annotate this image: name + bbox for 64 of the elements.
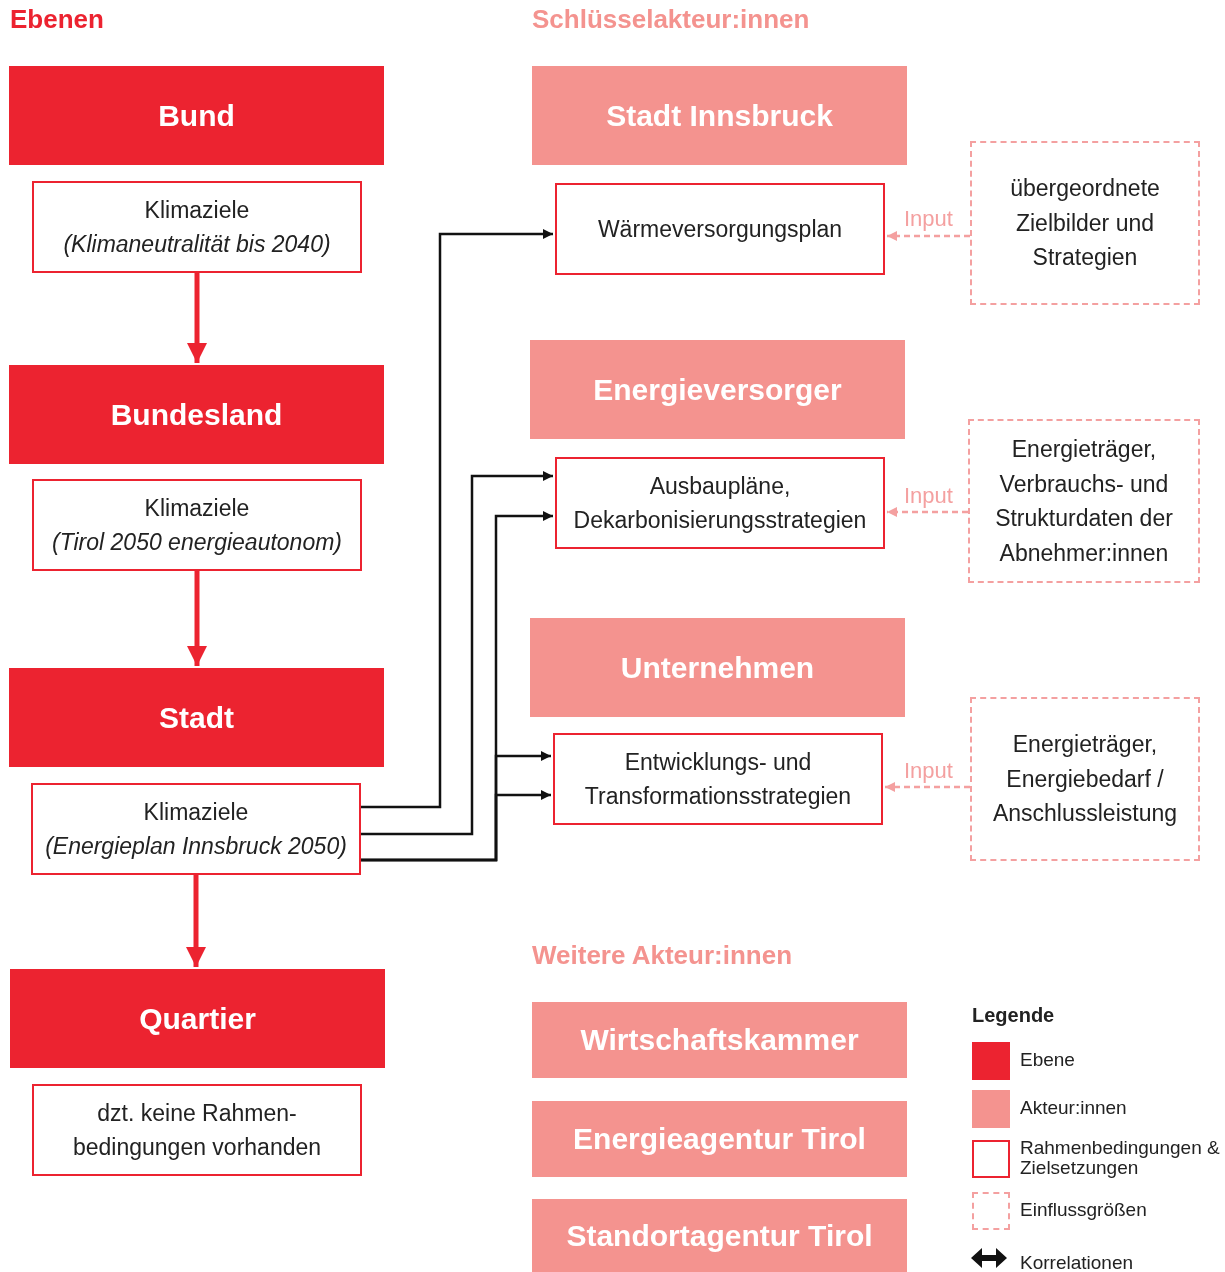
legend-label: Rahmenbedingungen & Zielsetzungen	[1020, 1138, 1220, 1178]
legend-title: Legende	[972, 1004, 1055, 1027]
arrow	[885, 782, 970, 792]
box-text: übergeordnete Zielbilder und Strategien	[1009, 174, 1161, 273]
goal-box	[32, 181, 362, 273]
goal-box	[32, 479, 362, 571]
goal-box	[31, 783, 361, 875]
level-box	[9, 66, 384, 165]
actor-box	[532, 1199, 907, 1272]
actor-box	[530, 618, 905, 717]
box-text: Entwicklungs- und Transformationsstrategien	[583, 747, 853, 811]
influence-box	[970, 697, 1200, 861]
edge-label: Input	[903, 485, 954, 507]
box-title: Bund	[158, 98, 235, 133]
arrow	[361, 471, 553, 836]
box-title: Energieagentur Tirol	[573, 1122, 866, 1156]
legend-label: Ebene	[1020, 1050, 1075, 1070]
actor-box	[530, 340, 905, 439]
actor-box	[532, 1002, 907, 1078]
arrow	[187, 273, 207, 363]
arrow	[887, 507, 968, 517]
actor-box	[532, 66, 907, 165]
section-heading: Ebenen	[10, 4, 104, 35]
box-text: Energieträger, Energiebedarf / Anschlussleistung	[991, 730, 1179, 829]
edge-label: Input	[903, 208, 954, 230]
goal-box	[553, 733, 883, 825]
box-text: dzt. keine Rahmen- bedingungen vorhanden	[71, 1098, 323, 1162]
arrow	[186, 875, 206, 967]
legend-label: Einflussgrößen	[1020, 1200, 1147, 1220]
box-subtext: (Tirol 2050 energieautonom)	[52, 528, 342, 557]
box-title: Stadt	[159, 700, 234, 735]
influence-box	[970, 141, 1200, 305]
level-box	[10, 969, 385, 1068]
level-box	[9, 365, 384, 464]
box-text: Energieträger, Verbrauchs- und Strukturdaten der Abnehmer:innen	[994, 435, 1174, 568]
box-subtext: (Klimaneutralität bis 2040)	[63, 230, 331, 259]
box-title: Energieversorger	[593, 372, 842, 407]
arrow	[361, 790, 551, 862]
goal-box	[555, 183, 885, 275]
actor-box	[532, 1101, 907, 1177]
arrow	[887, 231, 970, 241]
arrow	[361, 229, 553, 809]
legend-label: Korrelationen	[1020, 1253, 1134, 1272]
goal-box	[555, 457, 885, 549]
box-title: Stadt Innsbruck	[606, 98, 833, 133]
edge-label: Input	[903, 760, 954, 782]
box-title: Unternehmen	[620, 650, 815, 685]
box-title: Wirtschaftskammer	[580, 1023, 859, 1057]
arrow	[187, 571, 207, 666]
level-box	[9, 668, 384, 767]
box-text: Ausbaupläne, Dekarbonisierungsstrategien	[572, 471, 868, 535]
section-heading: Schlüsselakteur:innen	[532, 4, 810, 35]
box-text: Wärmeversorgungsplan	[597, 214, 843, 244]
goal-box	[32, 1084, 362, 1176]
box-text: Klimaziele	[144, 493, 250, 523]
section-heading: Weitere Akteur:innen	[532, 940, 793, 971]
box-title: Standortagentur Tirol	[566, 1218, 873, 1253]
box-subtext: (Energieplan Innsbruck 2050)	[45, 832, 347, 861]
box-text: Klimaziele	[144, 195, 250, 225]
influence-box	[968, 419, 1200, 583]
legend-label: Akteur:innen	[1020, 1098, 1127, 1118]
box-title: Bundesland	[110, 397, 283, 432]
box-text: Klimaziele	[143, 797, 249, 827]
box-title: Quartier	[139, 1001, 256, 1036]
